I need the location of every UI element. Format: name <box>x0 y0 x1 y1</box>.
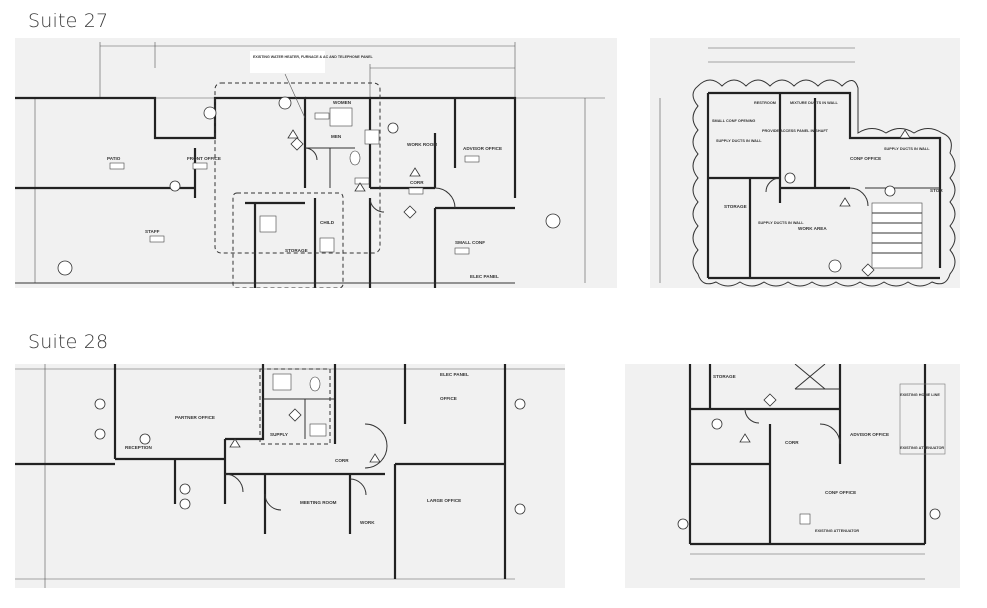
suite-28-floor-plan-annex: STORAGE CORR ADVISOR OFFICE CONF OFFICE … <box>625 364 960 588</box>
room-label-storage-27b: STORAGE <box>724 204 747 209</box>
room-label-work-area-27b: WORK AREA <box>798 226 827 231</box>
suite-27-floor-plan-main: EXISTING WATER HEATER, FURNACE & AC AND … <box>15 38 617 288</box>
room-label-work-room-27: WORK ROOM <box>407 142 437 147</box>
room-label-conf-office-28b: CONF OFFICE <box>825 490 856 495</box>
room-label-supply-ducts-3: SUPPLY DUCTS IN WALL <box>884 147 930 151</box>
room-label-partner-office-28: PARTNER OFFICE <box>175 415 215 420</box>
room-label-small-conf-27: SMALL CONF <box>455 240 485 245</box>
suite-27-note-line-1: EXISTING WATER HEATER, FURNACE & AC AND … <box>253 55 374 59</box>
room-label-elec-panel-28: ELEC PANEL <box>440 372 469 377</box>
room-label-reception-28: RECEPTION <box>125 445 152 450</box>
suite-28-title: Suite 28 <box>28 331 109 353</box>
room-label-advisor-office-27: ADVISOR OFFICE <box>463 146 502 151</box>
room-label-mixture-ducts: MIXTURE DUCTS IN WALL <box>790 101 839 105</box>
room-label-corr-28: CORR <box>335 458 349 463</box>
room-label-patio-27: PATIO <box>107 156 121 161</box>
room-label-large-office-28: LARGE OFFICE <box>427 498 461 503</box>
room-label-existing-home-line: EXISTING HOME LINE <box>900 393 940 397</box>
room-label-corr-28b: CORR <box>785 440 799 445</box>
room-label-storage-27: STORAGE <box>285 248 308 253</box>
room-label-front-office-27: FRONT OFFICE <box>187 156 221 161</box>
room-label-storage-28b: STORAGE <box>713 374 736 379</box>
room-label-conf-office-27b: CONF OFFICE <box>850 156 881 161</box>
suite-28-floor-plan-main: PARTNER OFFICE RECEPTION ELEC PANEL SUPP… <box>15 364 565 588</box>
room-label-stor-27b: STOR <box>930 188 943 193</box>
room-label-supply-28: SUPPLY <box>270 432 288 437</box>
room-label-restroom-27b: RESTROOM <box>754 101 776 105</box>
room-label-office-28: OFFICE <box>440 396 457 401</box>
room-label-access-panel: PROVIDE ACCESS PANEL IN SHAFT <box>762 129 829 133</box>
room-label-existing-attenuator-1: EXISTING ATTENUATOR <box>900 446 944 450</box>
room-label-small-conf-opening: SMALL CONF OPENING <box>712 119 755 123</box>
suite-27-title: Suite 27 <box>28 10 109 32</box>
room-label-supply-ducts-2: SUPPLY DUCTS IN WALL <box>758 221 804 225</box>
room-label-meeting-room-28: MEETING ROOM <box>300 500 337 505</box>
room-label-child-27: CHILD <box>320 220 335 225</box>
room-label-advisor-office-28b: ADVISOR OFFICE <box>850 432 889 437</box>
room-label-supply-ducts-1: SUPPLY DUCTS IN WALL <box>716 139 762 143</box>
suite-27-floor-plan-annex: SMALL CONF OPENING SUPPLY DUCTS IN WALL … <box>650 38 960 288</box>
room-label-work-28: WORK <box>360 520 375 525</box>
room-label-staff-27: STAFF <box>145 229 160 234</box>
room-label-women-27: WOMEN <box>333 100 352 105</box>
room-label-men-27: MEN <box>331 134 342 139</box>
room-label-elec-panel-27: ELEC PANEL <box>470 274 499 279</box>
room-label-existing-attenuator-2: EXISTING ATTENUATOR <box>815 529 859 533</box>
room-label-corr-27: CORR <box>410 180 424 185</box>
